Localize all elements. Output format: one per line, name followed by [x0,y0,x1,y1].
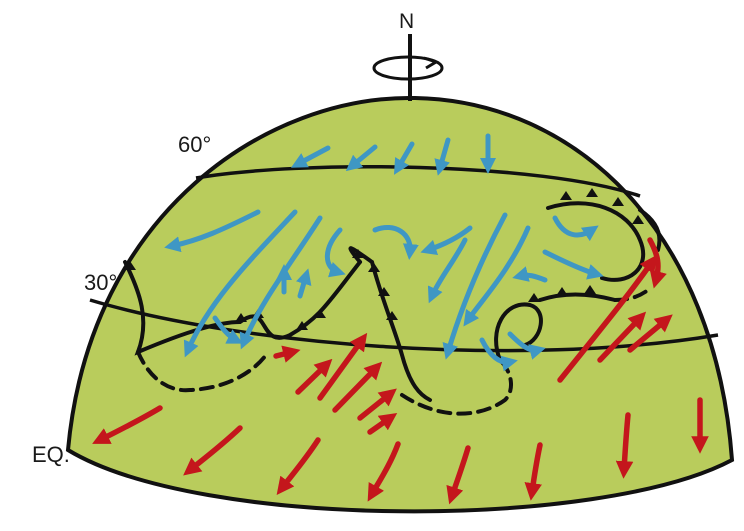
north-pole-label: N [399,10,414,34]
rotation-axis-icon [374,34,442,101]
tropical-wind-arrow [276,352,292,356]
equator-label: EQ. [32,442,70,468]
latitude-60-label: 60° [178,132,211,158]
latitude-30-label: 30° [84,270,117,296]
